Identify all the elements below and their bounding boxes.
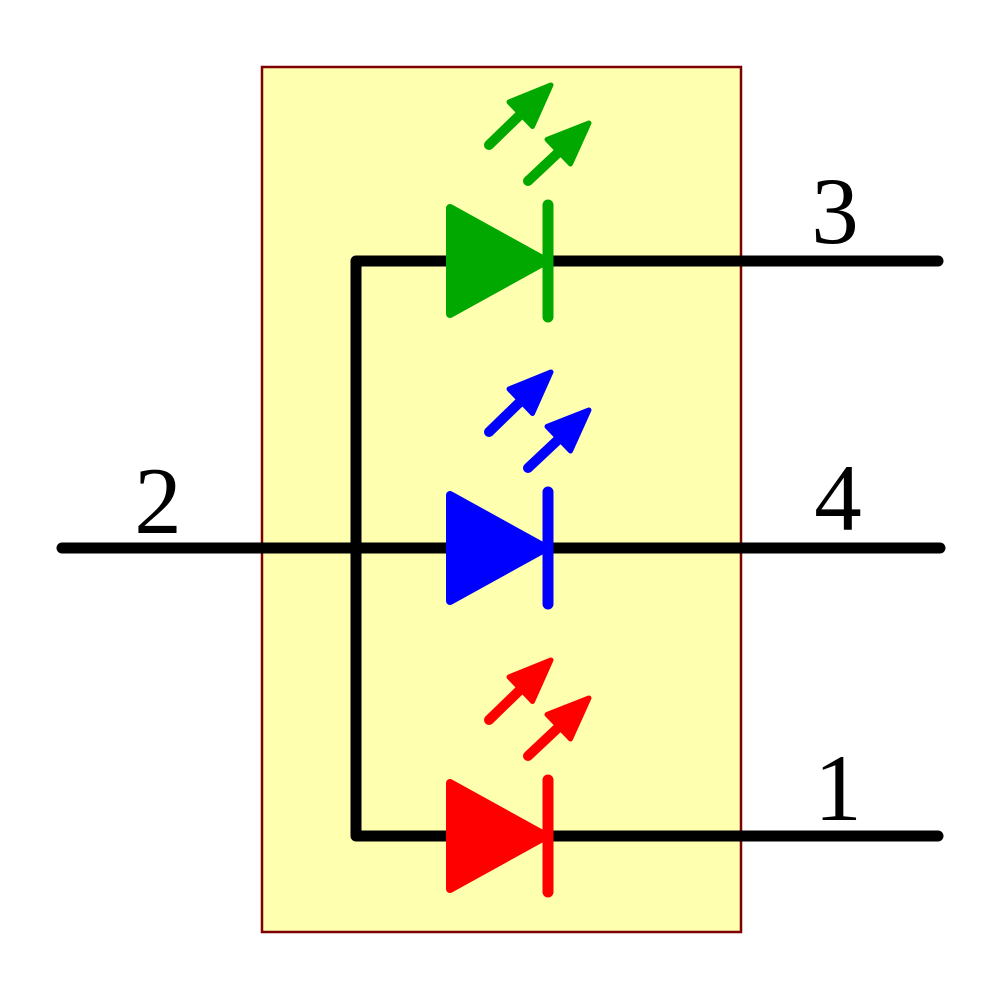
- pin-label-4: 4: [814, 445, 862, 551]
- pin-label-2: 2: [134, 448, 182, 554]
- package-body: [260, 65, 743, 934]
- pin-label-3: 3: [811, 158, 859, 264]
- pin-label-1: 1: [814, 735, 862, 841]
